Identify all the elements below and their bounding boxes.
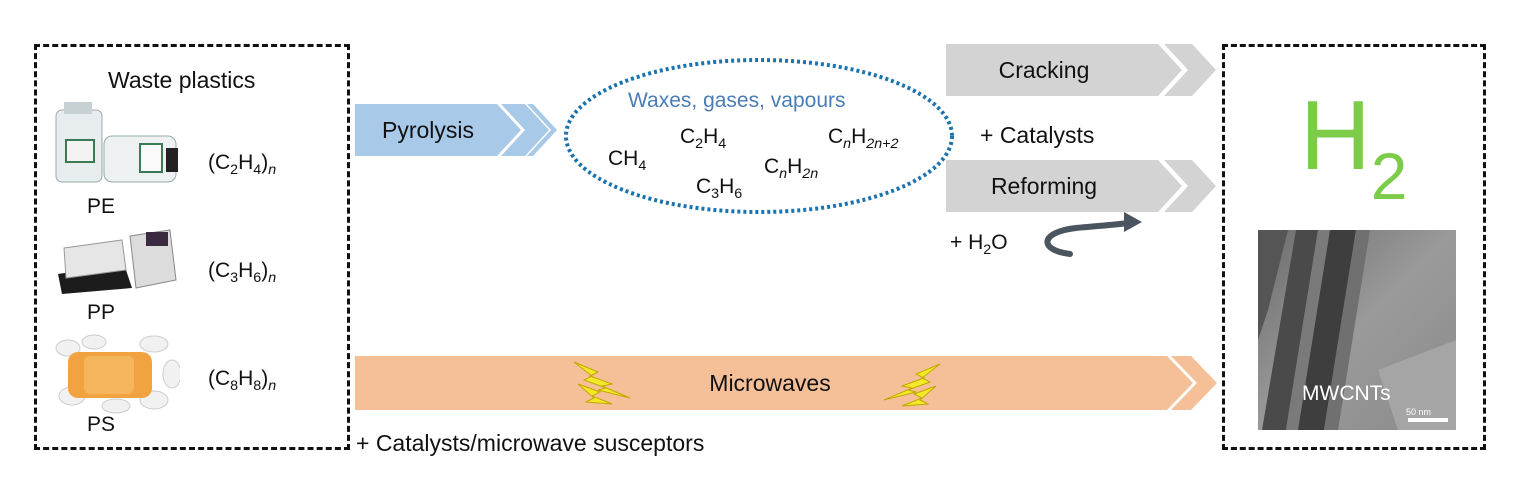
cracking-arrow <box>946 44 1216 96</box>
microwaves-arrow <box>355 356 1217 410</box>
ch4-formula: CH4 <box>608 147 647 174</box>
lightning-icon <box>883 363 941 407</box>
water-label: + H2O <box>950 231 1008 258</box>
c3h6-formula: C3H6 <box>696 175 743 202</box>
output-box <box>1222 44 1486 450</box>
curved-arrow-icon <box>1044 212 1142 257</box>
pp-formula: (C3H6)n <box>208 259 277 286</box>
ps-formula: (C8H8)n <box>208 367 277 394</box>
cracking-label: Cracking <box>998 56 1090 83</box>
c2h4-formula: C2H4 <box>680 125 727 152</box>
waste-plastics-title: Waste plastics <box>108 67 256 93</box>
mwcnt-label: MWCNTs <box>1302 382 1391 405</box>
pe-formula: (C2H4)n <box>208 151 277 178</box>
pp-plastic-photo <box>58 229 177 294</box>
cnh2n-formula: CnH2n <box>764 155 819 182</box>
ps-plastic-photo <box>55 334 180 414</box>
pyrolysis-label: Pyrolysis <box>381 116 474 143</box>
catalysts-label: + Catalysts <box>980 122 1095 148</box>
pe-plastic-photo <box>55 102 178 183</box>
scale-bar-label: 50 nm <box>1406 407 1432 417</box>
ps-label: PS <box>87 413 116 436</box>
h2-product: H2 <box>1300 80 1408 213</box>
waste-plastics-box <box>34 44 350 450</box>
mwcnt-tem-image <box>1258 230 1456 430</box>
products-title: Waxes, gases, vapours <box>628 89 846 112</box>
reforming-label: Reforming <box>990 172 1098 199</box>
susceptors-label: + Catalysts/microwave susceptors <box>356 430 705 456</box>
products-oval <box>564 58 954 214</box>
pyrolysis-arrow <box>355 104 557 156</box>
microwaves-label: Microwaves <box>709 369 831 396</box>
reforming-arrow <box>946 160 1216 212</box>
pe-label: PE <box>87 195 116 218</box>
lightning-icon <box>573 361 631 405</box>
pp-label: PP <box>87 301 116 324</box>
cnh2n2-formula: CnH2n+2 <box>828 125 899 152</box>
